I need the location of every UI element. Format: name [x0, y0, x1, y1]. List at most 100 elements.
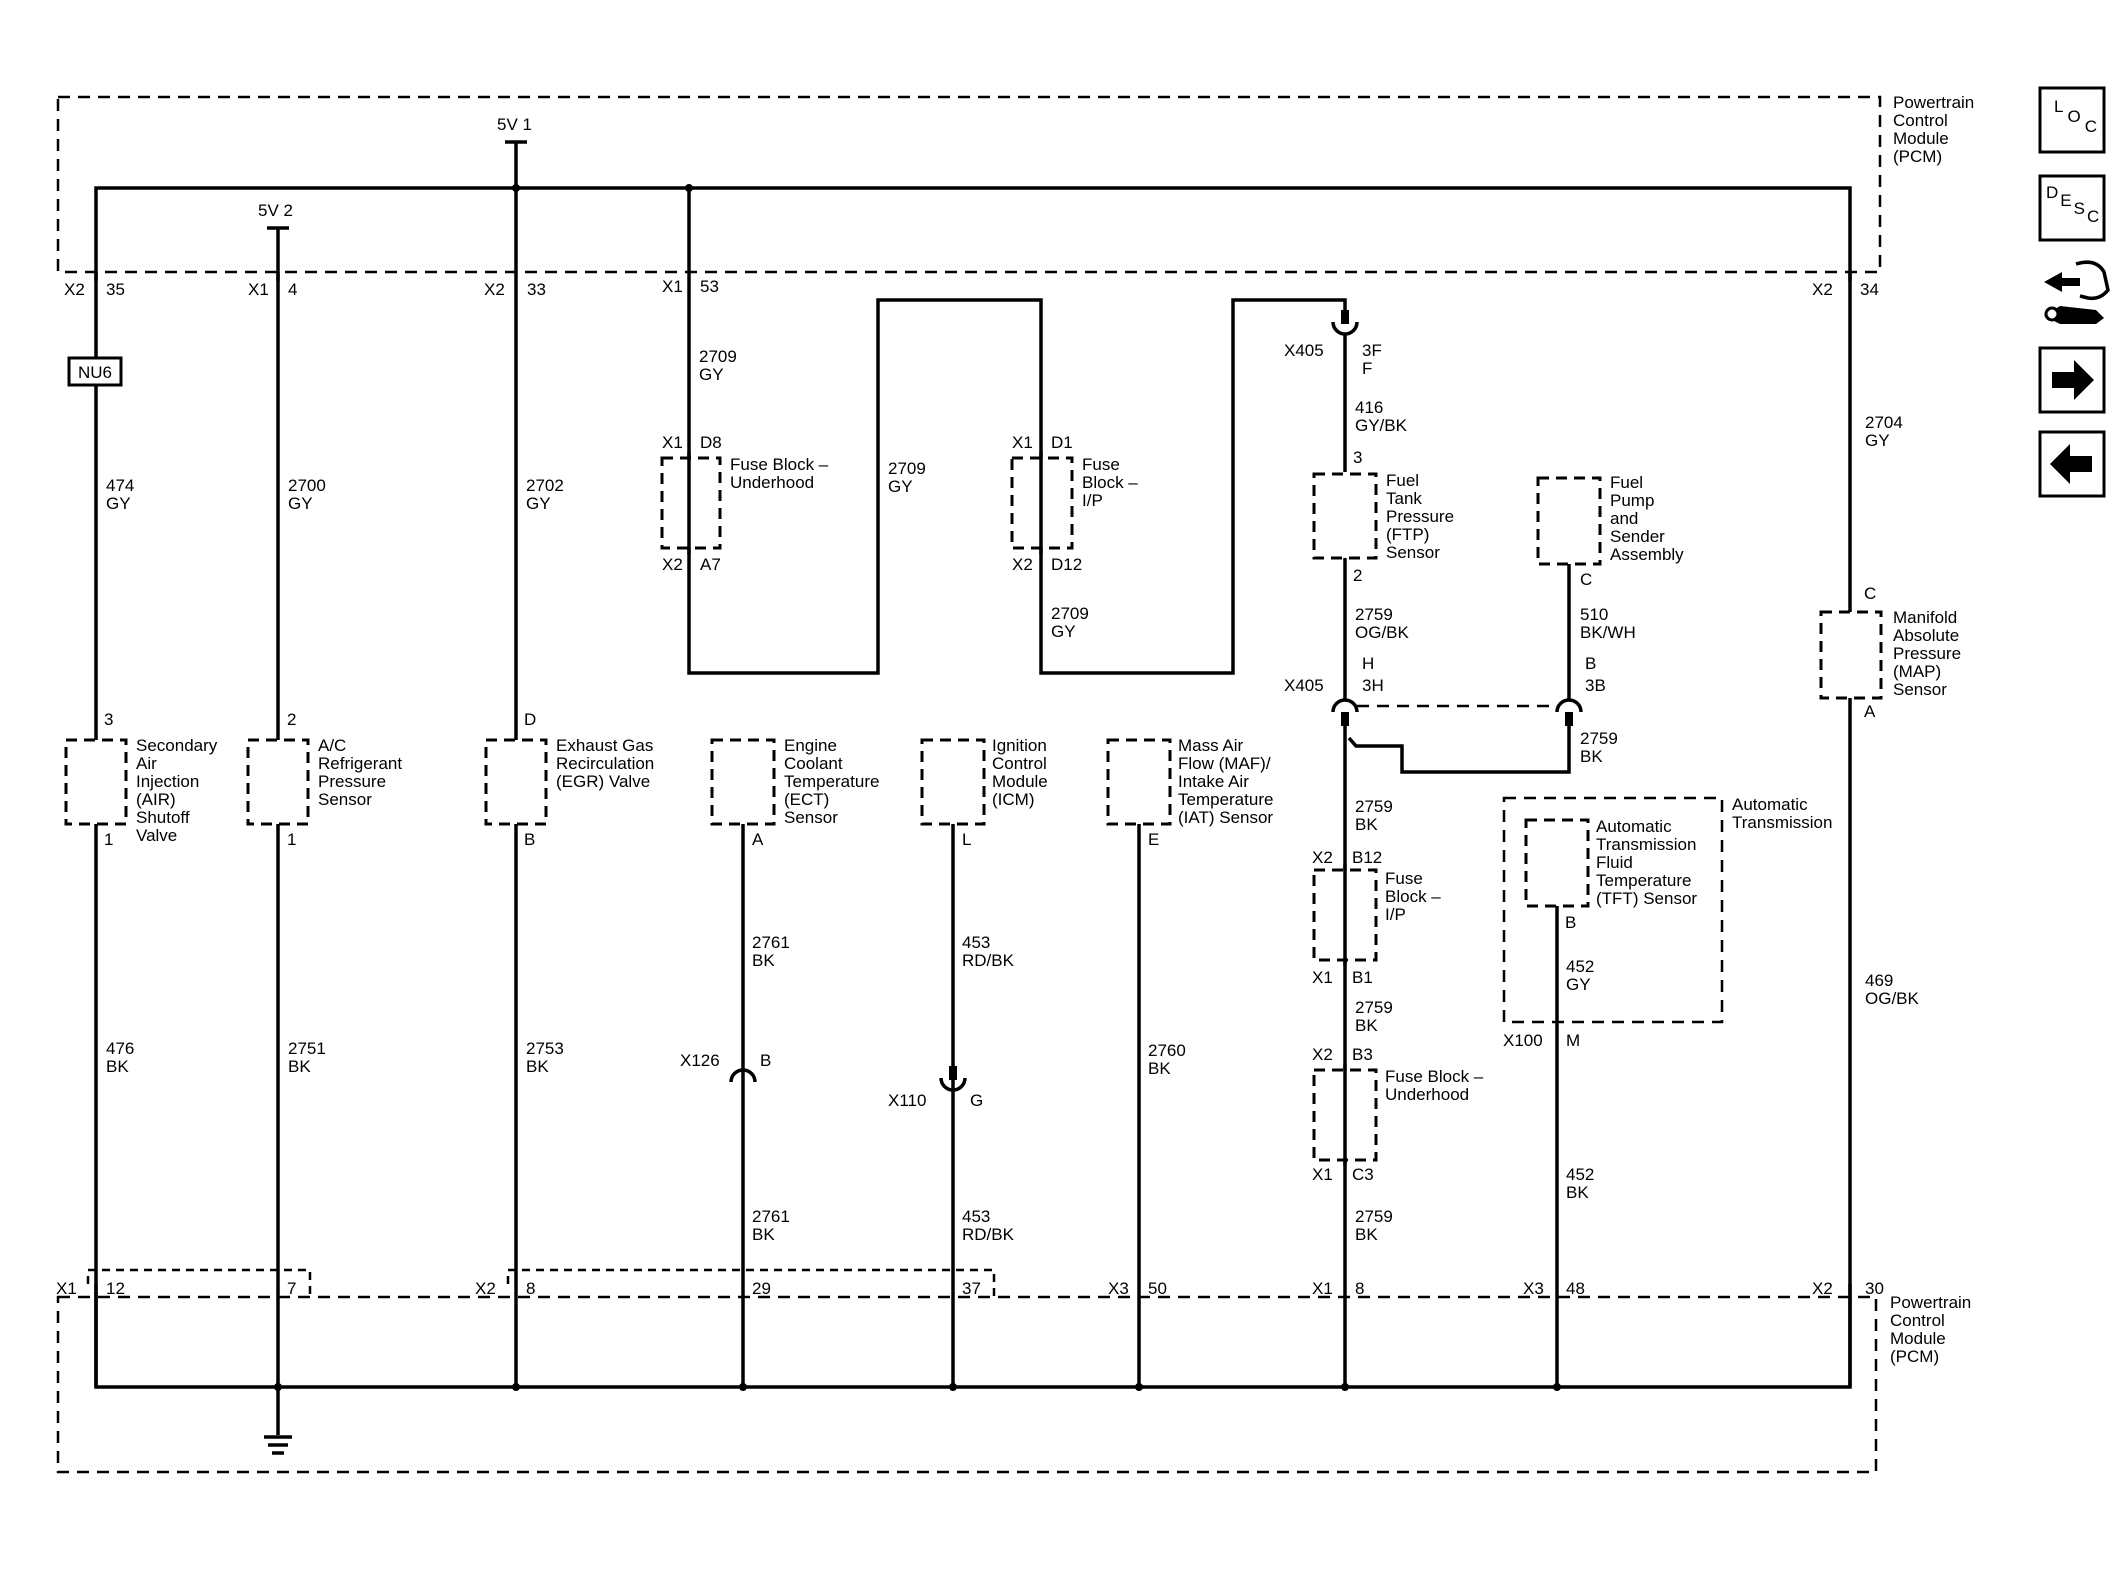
- svg-text:A: A: [1864, 702, 1876, 721]
- location-button[interactable]: LOC: [2038, 86, 2106, 154]
- ftp-sensor: [1312, 472, 1378, 560]
- svg-text:3H: 3H: [1362, 676, 1384, 695]
- connector-x110: [939, 1066, 967, 1092]
- svg-text:D8: D8: [700, 433, 722, 452]
- svg-text:F: F: [1362, 359, 1372, 378]
- svg-text:1: 1: [104, 830, 113, 849]
- svg-text:X2: X2: [64, 280, 85, 299]
- svg-text:34: 34: [1860, 280, 1879, 299]
- svg-text:D12: D12: [1051, 555, 1082, 574]
- pcm-internal-bus-bottom: [94, 1284, 1852, 1389]
- next-page-button[interactable]: [2038, 346, 2106, 414]
- option-box-nu6: [67, 356, 123, 387]
- connector-harness-icon: [2044, 260, 2110, 324]
- svg-text:53: 53: [700, 277, 719, 296]
- svg-text:3: 3: [1353, 448, 1362, 467]
- svg-text:X2: X2: [1812, 280, 1833, 299]
- svg-text:X1: X1: [248, 280, 269, 299]
- map-sensor: [1819, 610, 1883, 700]
- svg-text:L: L: [962, 830, 971, 849]
- svg-text:B12: B12: [1352, 848, 1382, 867]
- previous-arrow-icon: [2050, 444, 2092, 484]
- supply-5v1-label: 5V 1: [497, 115, 532, 134]
- svg-text:2: 2: [1353, 566, 1362, 585]
- svg-text:X110: X110: [888, 1091, 926, 1110]
- next-arrow-icon: [2052, 360, 2094, 400]
- pcm-internal-bus-top: [94, 186, 1852, 281]
- svg-text:D1: D1: [1051, 433, 1073, 452]
- ignition-control-module: [920, 738, 986, 826]
- ground-icon: [264, 1435, 292, 1455]
- svg-text:8: 8: [526, 1279, 535, 1298]
- connector-x126: [729, 1068, 757, 1083]
- svg-text:48: 48: [1566, 1279, 1585, 1298]
- ac-refrigerant-pressure-sensor: [246, 738, 310, 826]
- svg-text:12: 12: [106, 1279, 125, 1298]
- svg-text:X2: X2: [1812, 1279, 1833, 1298]
- svg-text:2: 2: [287, 710, 296, 729]
- svg-text:3: 3: [104, 710, 113, 729]
- svg-text:C3: C3: [1352, 1165, 1374, 1184]
- svg-text:X2: X2: [1012, 555, 1033, 574]
- svg-text:X1: X1: [1312, 1279, 1333, 1298]
- fuel-pump-sender-assembly: [1536, 476, 1602, 566]
- connector-harness-button[interactable]: [2044, 260, 2110, 324]
- connector-x405-lower: [1331, 698, 1583, 726]
- svg-text:X2: X2: [475, 1279, 496, 1298]
- svg-text:H: H: [1362, 654, 1374, 673]
- svg-text:X2: X2: [1312, 848, 1333, 867]
- maf-iat-sensor: [1106, 738, 1172, 826]
- svg-text:35: 35: [106, 280, 125, 299]
- svg-text:3B: 3B: [1585, 676, 1606, 695]
- svg-text:X3: X3: [1108, 1279, 1129, 1298]
- svg-text:X3: X3: [1523, 1279, 1544, 1298]
- svg-text:B: B: [1565, 913, 1576, 932]
- ect-sensor: [710, 738, 776, 826]
- svg-text:33: 33: [527, 280, 546, 299]
- tft-sensor: [1524, 818, 1590, 908]
- svg-text:X405: X405: [1284, 676, 1324, 695]
- svg-text:G: G: [970, 1091, 983, 1110]
- svg-text:X1: X1: [1312, 968, 1333, 987]
- svg-text:X1: X1: [56, 1279, 77, 1298]
- pcm-top-outline: [56, 95, 1882, 274]
- fuse-block-underhood-2-label: Fuse Block –Underhood: [1385, 1067, 1484, 1104]
- automatic-transmission-housing: [1502, 796, 1724, 1024]
- location-icon: LOC: [2054, 97, 2097, 136]
- supply-5v2-label: 5V 2: [258, 201, 293, 220]
- svg-text:37: 37: [962, 1279, 981, 1298]
- wire-2709-loop: [687, 188, 1347, 675]
- svg-text:X1: X1: [662, 277, 683, 296]
- previous-page-button[interactable]: [2038, 430, 2106, 498]
